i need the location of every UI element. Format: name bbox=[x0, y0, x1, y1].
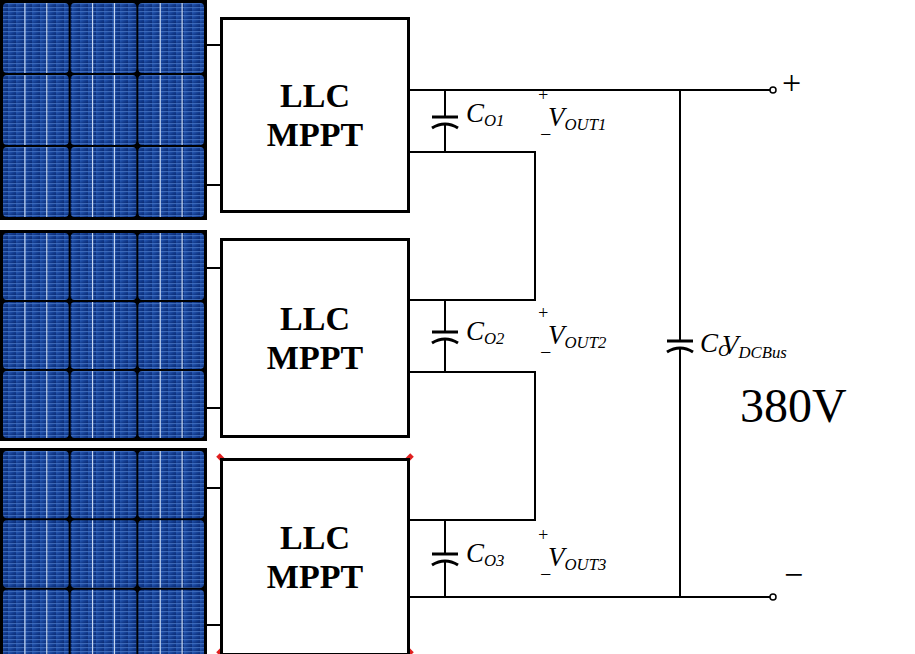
series-wire bbox=[410, 152, 535, 300]
bus-voltage-value: 380V bbox=[740, 382, 847, 430]
voltage-name: VOUT2 bbox=[548, 322, 606, 352]
capacitor-name: CO1 bbox=[466, 100, 504, 130]
polarity-sign: + bbox=[537, 86, 549, 104]
wires bbox=[207, 45, 770, 625]
box-label: LLC MPPT bbox=[248, 299, 382, 377]
polarity-sign: − bbox=[539, 124, 553, 144]
converter-box: LLC MPPT bbox=[220, 458, 410, 654]
box-label: LLC MPPT bbox=[248, 518, 382, 596]
converter-box: LLC MPPT bbox=[220, 17, 410, 213]
polarity-sign: + bbox=[537, 304, 549, 322]
polarity-sign: − bbox=[539, 564, 553, 584]
converter-box: LLC MPPT bbox=[220, 238, 410, 438]
polarity-sign: + bbox=[782, 66, 801, 100]
series-wire bbox=[410, 372, 535, 520]
polarity-sign: − bbox=[539, 342, 553, 362]
capacitor-symbols bbox=[432, 117, 693, 565]
capacitor-name: CO2 bbox=[466, 318, 504, 348]
voltage-name: VOUT1 bbox=[548, 104, 606, 134]
solar-panels bbox=[1, 1, 206, 654]
capacitor-name: CO3 bbox=[466, 540, 504, 570]
box-label: LLC MPPT bbox=[248, 76, 382, 154]
polarity-sign: − bbox=[784, 558, 803, 592]
polarity-sign: + bbox=[537, 526, 549, 544]
bus-voltage-name: VDCBus bbox=[722, 332, 787, 362]
voltage-name: VOUT3 bbox=[548, 544, 606, 574]
